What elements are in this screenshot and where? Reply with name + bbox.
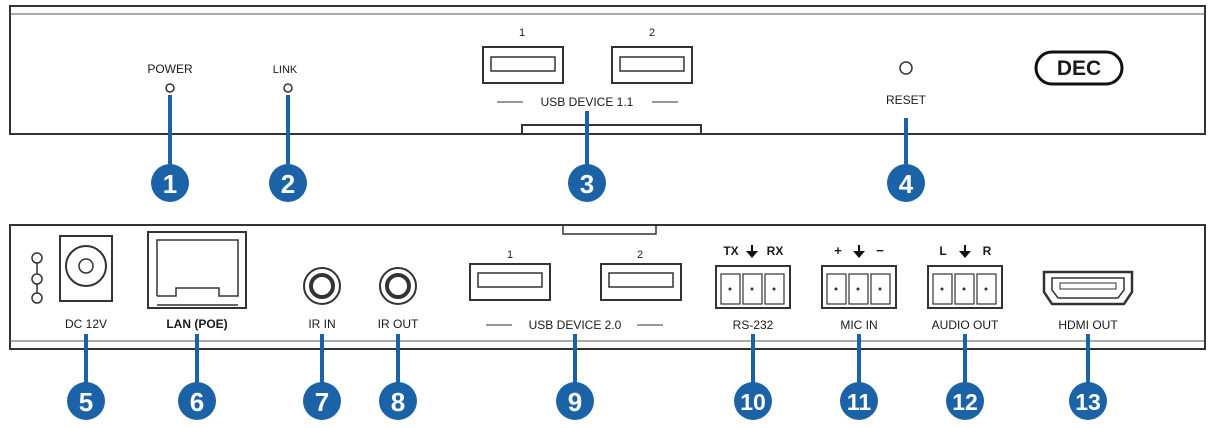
rear-usb-port-2	[600, 263, 682, 301]
mic-label: MIC IN	[840, 318, 877, 332]
svg-text:4: 4	[899, 169, 914, 199]
callout-11: 11	[840, 382, 878, 420]
front-usb-port-2-number: 2	[649, 27, 655, 39]
lan-port	[147, 231, 247, 309]
callout-13: 13	[1069, 382, 1107, 420]
ir-in-jack	[303, 267, 341, 305]
svg-text:8: 8	[391, 387, 405, 417]
svg-text:3: 3	[580, 169, 594, 199]
svg-text:13: 13	[1075, 389, 1101, 415]
svg-text:9: 9	[568, 387, 582, 417]
svg-text:11: 11	[847, 389, 872, 415]
callouts: 1 2 3 4 5 6 7 8	[67, 164, 1107, 420]
rear-panel: DC 12V LAN (POE) IR IN IR OUT 1 2	[9, 224, 1206, 350]
dc-jack	[59, 235, 113, 302]
rs232-rx-label: RX	[767, 244, 784, 258]
front-usb-group-label: USB DEVICE 1.1	[541, 95, 634, 109]
rear-panel-tab	[562, 225, 657, 235]
front-usb-port-1	[482, 46, 564, 84]
svg-text:5: 5	[79, 387, 93, 417]
rs232-tx-label: TX	[723, 244, 738, 258]
link-label: LINK	[273, 64, 298, 76]
callout-8: 8	[379, 382, 417, 420]
link-led-icon	[283, 83, 293, 93]
dc-label: DC 12V	[65, 317, 107, 331]
dc-polarity-icon	[31, 252, 43, 304]
callout-6: 6	[178, 382, 216, 420]
mic-terminal-block	[821, 265, 897, 309]
callout-3: 3	[568, 164, 606, 202]
callout-5: 5	[67, 382, 105, 420]
front-usb-port-1-number: 1	[519, 27, 525, 39]
svg-text:7: 7	[315, 387, 329, 417]
audio-label: AUDIO OUT	[932, 318, 999, 332]
callout-1: 1	[151, 164, 189, 202]
hdmi-port	[1042, 270, 1134, 306]
callout-2: 2	[269, 164, 307, 202]
ir-out-label: IR OUT	[378, 317, 419, 331]
audio-terminal-block	[927, 265, 1003, 309]
mic-plus-label: +	[834, 243, 842, 258]
ir-out-jack	[379, 267, 417, 305]
rs232-ground-icon	[746, 245, 758, 258]
callout-10: 10	[734, 382, 772, 420]
callout-7: 7	[303, 382, 341, 420]
audio-left-label: L	[939, 244, 946, 258]
ir-in-label: IR IN	[308, 317, 335, 331]
leader-lines	[84, 95, 1090, 385]
front-usb-port-2	[611, 46, 693, 84]
dec-badge-outline	[1034, 50, 1124, 86]
audio-ground-icon	[959, 245, 971, 258]
svg-text:12: 12	[952, 389, 978, 415]
callout-12: 12	[946, 382, 984, 420]
svg-text:1: 1	[163, 169, 177, 199]
power-led-icon	[165, 83, 175, 93]
callout-4: 4	[887, 164, 925, 202]
front-panel-outline	[9, 5, 1206, 135]
svg-text:2: 2	[281, 169, 295, 199]
hdmi-label: HDMI OUT	[1058, 318, 1118, 332]
callout-9: 9	[556, 382, 594, 420]
svg-text:6: 6	[190, 387, 204, 417]
rear-usb-port-1	[469, 263, 551, 301]
reset-hole-icon	[899, 61, 913, 75]
rs232-terminal-block	[715, 265, 791, 309]
rear-usb-port-2-number: 2	[637, 249, 643, 261]
rear-usb-group-label: USB DEVICE 2.0	[529, 318, 622, 332]
audio-right-label: R	[983, 244, 992, 258]
svg-text:10: 10	[740, 389, 766, 415]
reset-label: RESET	[886, 93, 927, 107]
mic-minus-label: −	[876, 243, 884, 258]
rs232-label: RS-232	[733, 318, 774, 332]
front-panel-tab	[521, 124, 702, 134]
front-panel: POWER LINK 1 2 USB DEVICE 1.1 RESET DEC	[9, 5, 1206, 135]
rear-usb-port-1-number: 1	[507, 249, 513, 261]
mic-ground-icon	[853, 245, 865, 258]
dec-badge: DEC	[1057, 57, 1101, 80]
lan-label: LAN (POE)	[166, 317, 227, 331]
power-label: POWER	[147, 62, 193, 76]
